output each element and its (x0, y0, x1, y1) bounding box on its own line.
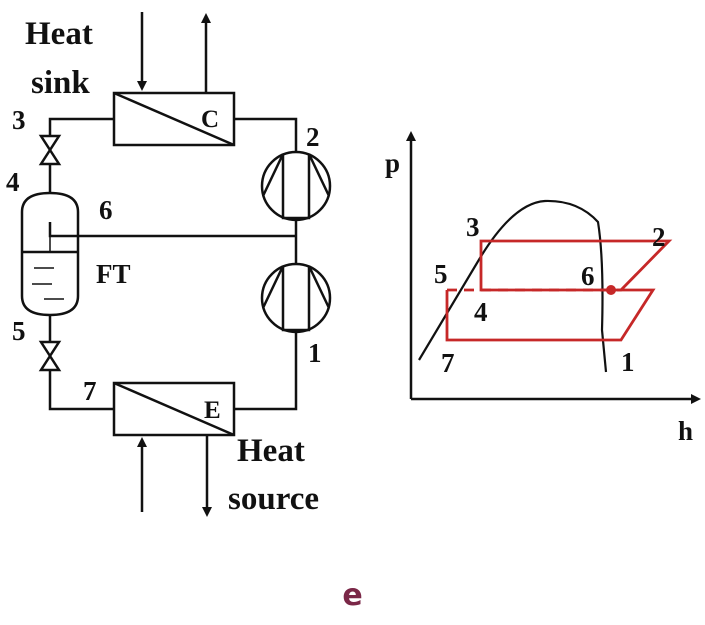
circuit-state-7: 7 (83, 376, 97, 406)
vapor-injection-pipe (48, 222, 296, 238)
ph-diagram (406, 131, 701, 404)
low-stage-cycle (445, 288, 656, 342)
circuit-state-6: 6 (99, 195, 113, 225)
diagram-state-1: 1 (621, 347, 635, 377)
circuit-state-4: 4 (6, 167, 20, 197)
diagram-state-6: 6 (581, 261, 595, 291)
diagram-state-7: 7 (441, 348, 455, 378)
circuit-state-3: 3 (12, 105, 26, 135)
pipe-valve-to-evaporator (48, 370, 114, 411)
p-axis-label: p (385, 148, 400, 178)
condenser-diagonal (113, 91, 235, 147)
upper-valve (38, 134, 62, 166)
figure-caption: e (342, 578, 363, 613)
high-stage-compressor-symbol (261, 153, 331, 220)
circuit-state-1: 1 (308, 338, 322, 368)
state-6-point (606, 285, 616, 295)
h-axis-label: h (678, 416, 693, 446)
low-stage-compressor (260, 262, 332, 334)
circuit-state-2: 2 (306, 122, 320, 152)
pipe-condenser-to-valve (48, 117, 114, 136)
high-stage-cycle (479, 239, 673, 292)
condenser-label: C (201, 106, 219, 133)
flash-tank (20, 191, 80, 317)
heat-source-label-line1: Heat (237, 433, 305, 469)
high-stage-compressor (260, 150, 332, 222)
diagram-state-5: 5 (434, 259, 448, 289)
lower-valve (38, 340, 62, 372)
pipe-evaporator-to-compressor (234, 332, 298, 411)
diagram-state-2: 2 (652, 222, 666, 252)
saturation-dome (418, 199, 608, 373)
heat-source-label-line2: source (228, 481, 319, 517)
evaporator-diagonal (113, 381, 235, 437)
diagram-state-4: 4 (474, 297, 488, 327)
flash-tank-label: FT (96, 259, 131, 289)
heat-sink-label-line2: sink (31, 65, 90, 101)
evaporator-label: E (204, 397, 221, 424)
circuit-state-5: 5 (12, 316, 26, 346)
circuit-schematic (20, 12, 332, 517)
pipe-compressor-to-condenser (234, 117, 298, 152)
diagram-state-3: 3 (466, 212, 480, 242)
low-stage-compressor-symbol (261, 265, 331, 332)
heat-sink-label-line1: Heat (25, 16, 93, 52)
